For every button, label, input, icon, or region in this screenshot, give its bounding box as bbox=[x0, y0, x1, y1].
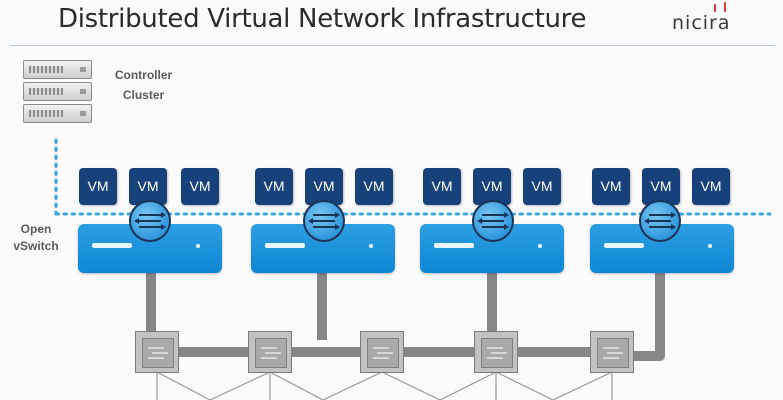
network-switch-icon bbox=[248, 331, 292, 373]
vm-box: VM bbox=[79, 168, 117, 205]
physical-fabric-mesh bbox=[156, 371, 613, 400]
controller-label-line2: Cluster bbox=[122, 88, 165, 102]
vswitch-uplink-paths bbox=[146, 240, 665, 361]
vm-box: VM bbox=[181, 168, 219, 205]
brand-accent-mark bbox=[714, 4, 716, 12]
vswitch-arrows-icon bbox=[472, 200, 514, 242]
ovs-label-line2: vSwitch bbox=[13, 239, 59, 253]
vm-box: VM bbox=[523, 168, 561, 205]
brand-logo: nicira bbox=[672, 12, 731, 34]
server-unit bbox=[23, 104, 92, 123]
vswitch-arrows-icon bbox=[129, 200, 171, 242]
vm-box: VM bbox=[642, 168, 680, 205]
network-switch-icon bbox=[590, 331, 634, 373]
controller-label-line1: Controller bbox=[114, 68, 173, 82]
brand-accent-mark bbox=[724, 2, 726, 12]
slide-title: Distributed Virtual Network Infrastructu… bbox=[58, 4, 587, 34]
title-divider bbox=[10, 45, 775, 46]
vm-box: VM bbox=[305, 168, 343, 205]
vm-box: VM bbox=[692, 168, 730, 205]
vm-box: VM bbox=[423, 168, 461, 205]
ovs-label-line1: Open bbox=[20, 222, 52, 236]
vm-box: VM bbox=[473, 168, 511, 205]
vm-box: VM bbox=[255, 168, 293, 205]
network-switch-icon bbox=[360, 331, 404, 373]
server-unit bbox=[23, 60, 92, 79]
server-unit bbox=[23, 82, 92, 101]
vswitch-arrows-icon bbox=[639, 200, 681, 242]
vswitch-arrows-icon bbox=[303, 200, 345, 242]
network-switch-icon bbox=[135, 331, 179, 373]
controller-cluster-label: Controller Cluster bbox=[96, 65, 191, 105]
network-switch-icon bbox=[474, 331, 518, 373]
open-vswitch-label: Open vSwitch bbox=[6, 221, 66, 255]
vm-box: VM bbox=[129, 168, 167, 205]
vm-box: VM bbox=[355, 168, 393, 205]
vm-box: VM bbox=[592, 168, 630, 205]
